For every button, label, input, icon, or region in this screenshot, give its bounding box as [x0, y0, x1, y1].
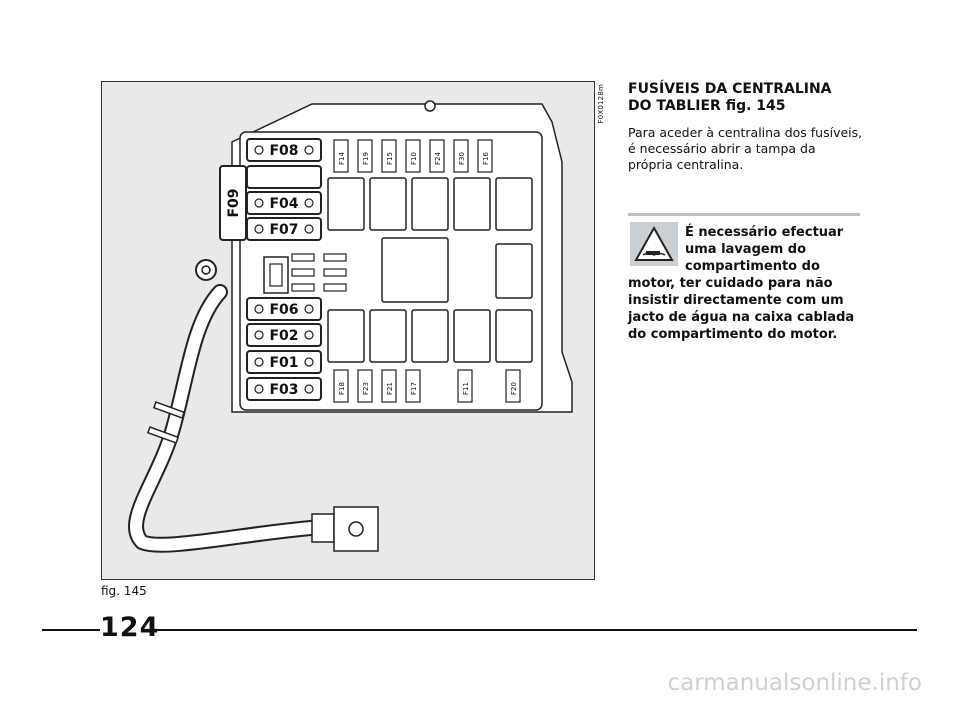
- bolt-center: [201, 265, 211, 275]
- fuse-label: F03: [269, 382, 298, 398]
- mount-hole: [424, 100, 436, 112]
- small-fuse-f24: F24: [429, 139, 445, 173]
- fuse-f04: F04: [246, 191, 322, 215]
- cable-inner: [130, 286, 328, 551]
- title-line-2: DO TABLIER fig. 145: [628, 98, 786, 114]
- figure-caption: fig. 145: [101, 584, 147, 598]
- small-fuse-f20: F20: [505, 369, 521, 403]
- small-fuse-f11: F11: [457, 369, 473, 403]
- fuse-label: F08: [269, 143, 298, 159]
- small-fuse-label: F11: [462, 382, 470, 395]
- warning-text-first: É necessário efectuar uma lavagem do com…: [685, 225, 844, 274]
- fuse-label: F06: [269, 302, 298, 318]
- fuse-label: F04: [269, 196, 298, 212]
- section-title: FUSÍVEIS DA CENTRALINA DO TABLIER fig. 1…: [628, 81, 868, 115]
- fuse-label: F07: [269, 222, 298, 238]
- warning-triangle-icon: [630, 222, 678, 266]
- title-line-1: FUSÍVEIS DA CENTRALINA: [628, 81, 832, 97]
- small-fuse-label: F16: [482, 152, 490, 165]
- small-fuse-label: F15: [386, 152, 394, 165]
- relay-grid: [327, 177, 533, 363]
- warning-text-rest: motor, ter cuidado para não insistir dir…: [628, 276, 855, 342]
- fuse-label: F09: [226, 188, 242, 217]
- small-fuse-label: F17: [410, 382, 418, 395]
- fuse-f08: F08: [246, 138, 322, 162]
- small-fuse-f16: F16: [477, 139, 493, 173]
- fuse-f03: F03: [246, 377, 322, 401]
- fuse-label: F02: [269, 328, 298, 344]
- fuse-f01: F01: [246, 350, 322, 374]
- mini-fuse-rows: [291, 253, 347, 292]
- footer-rule-right: [155, 629, 917, 631]
- terminal-hole: [348, 521, 364, 537]
- fuse-slot: [246, 165, 322, 189]
- small-fuse-label: F21: [386, 382, 394, 395]
- fuse-f02: F02: [246, 323, 322, 347]
- small-fuse-f21: F21: [381, 369, 397, 403]
- small-fuse-label: F14: [338, 152, 346, 165]
- terminal-connector: [311, 513, 335, 543]
- small-fuse-label: F24: [434, 152, 442, 165]
- small-fuse-f15: F15: [381, 139, 397, 173]
- warning-text: É necessário efectuar uma lavagem do com…: [628, 224, 864, 343]
- small-fuse-f17: F17: [405, 369, 421, 403]
- small-fuse-label: F18: [338, 382, 346, 395]
- small-fuse-f10: F10: [405, 139, 421, 173]
- small-fuse-label: F23: [362, 382, 370, 395]
- cable-clamp: [152, 401, 186, 419]
- intro-paragraph: Para aceder à centralina dos fusíveis, é…: [628, 125, 863, 172]
- small-fuse-label: F19: [362, 152, 370, 165]
- fuse-label: F01: [269, 355, 298, 371]
- small-fuse-f14: F14: [333, 139, 349, 173]
- small-fuse-f23: F23: [357, 369, 373, 403]
- watermark: carmanualsonline.info: [667, 670, 922, 696]
- small-fuse-f18: F18: [333, 369, 349, 403]
- section-divider: [628, 213, 860, 216]
- small-fuse-label: F30: [458, 152, 466, 165]
- page-number: 124: [100, 612, 160, 643]
- fuse-f07: F07: [246, 217, 322, 241]
- small-fuse-f19: F19: [357, 139, 373, 173]
- cable-clamp: [146, 426, 180, 444]
- figure-code: F0X0128m: [597, 84, 605, 124]
- small-fuse-label: F20: [510, 382, 518, 395]
- fuse-f06: F06: [246, 297, 322, 321]
- small-fuse-f30: F30: [453, 139, 469, 173]
- footer-rule-left: [42, 629, 100, 631]
- diagnostic-pins: [269, 263, 283, 287]
- fuse-f09: F09: [219, 165, 247, 241]
- small-fuse-label: F10: [410, 152, 418, 165]
